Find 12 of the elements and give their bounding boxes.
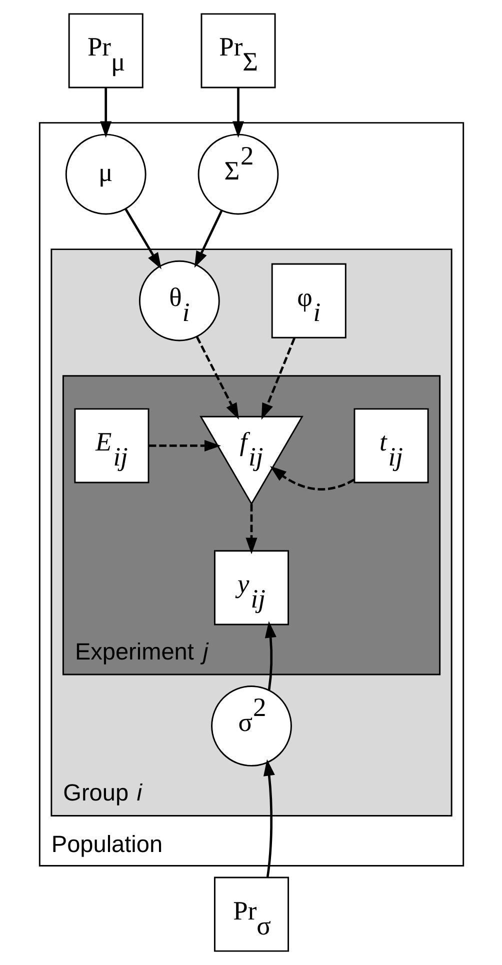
arrow: [262, 759, 274, 878]
arrow: [245, 504, 257, 554]
arrow: [269, 466, 354, 490]
arrow: [195, 336, 238, 420]
arrow: [124, 208, 161, 270]
arrow: [264, 621, 276, 690]
arrow: [194, 210, 222, 268]
arrow: [100, 88, 112, 138]
node-circle: μ: [64, 134, 146, 215]
arrow: [232, 88, 244, 138]
arrow: [260, 338, 295, 420]
arrow: [148, 440, 220, 452]
